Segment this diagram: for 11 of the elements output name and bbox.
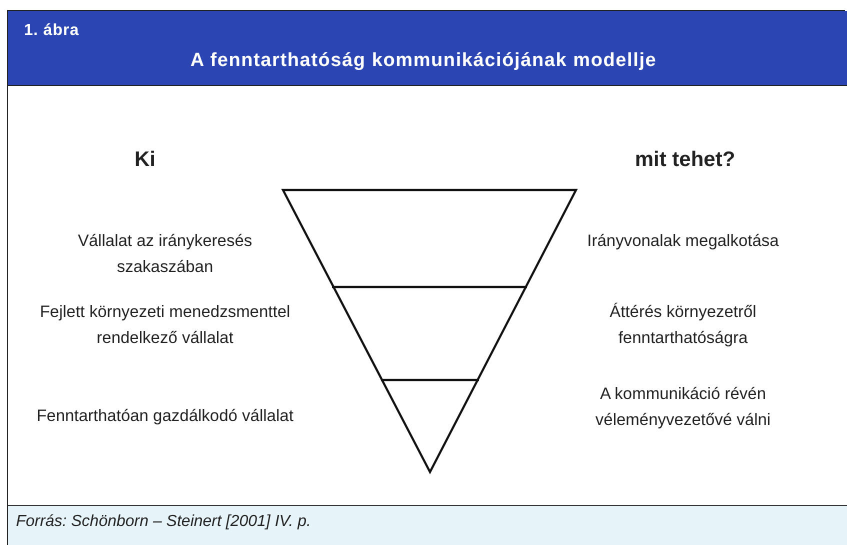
description-text: Fenntarthatóan gazdálkodó vállalat (36, 406, 294, 427)
column-heading: mit tehet? (634, 147, 736, 172)
figure-number: 1. ábra (24, 22, 80, 40)
description-text: Fejlett környezeti menedzsmenttel rendelkező vállalat (38, 302, 292, 349)
source-caption: Forrás: Schönborn – Steinert [2001] IV. p. (16, 513, 311, 531)
column-heading: Ki (134, 147, 156, 172)
diagram-title: A fenntarthatóság kommunikációjának modellje (189, 50, 658, 72)
description-text: A kommunikáció révén véleményvezetővé válni (594, 384, 772, 431)
description-text: Áttérés környezetről fenntarthatóságra (608, 302, 758, 349)
description-text: Irányvonalak megalkotása (586, 231, 780, 252)
description-text: Vállalat az iránykeresés szakaszában (76, 231, 254, 278)
